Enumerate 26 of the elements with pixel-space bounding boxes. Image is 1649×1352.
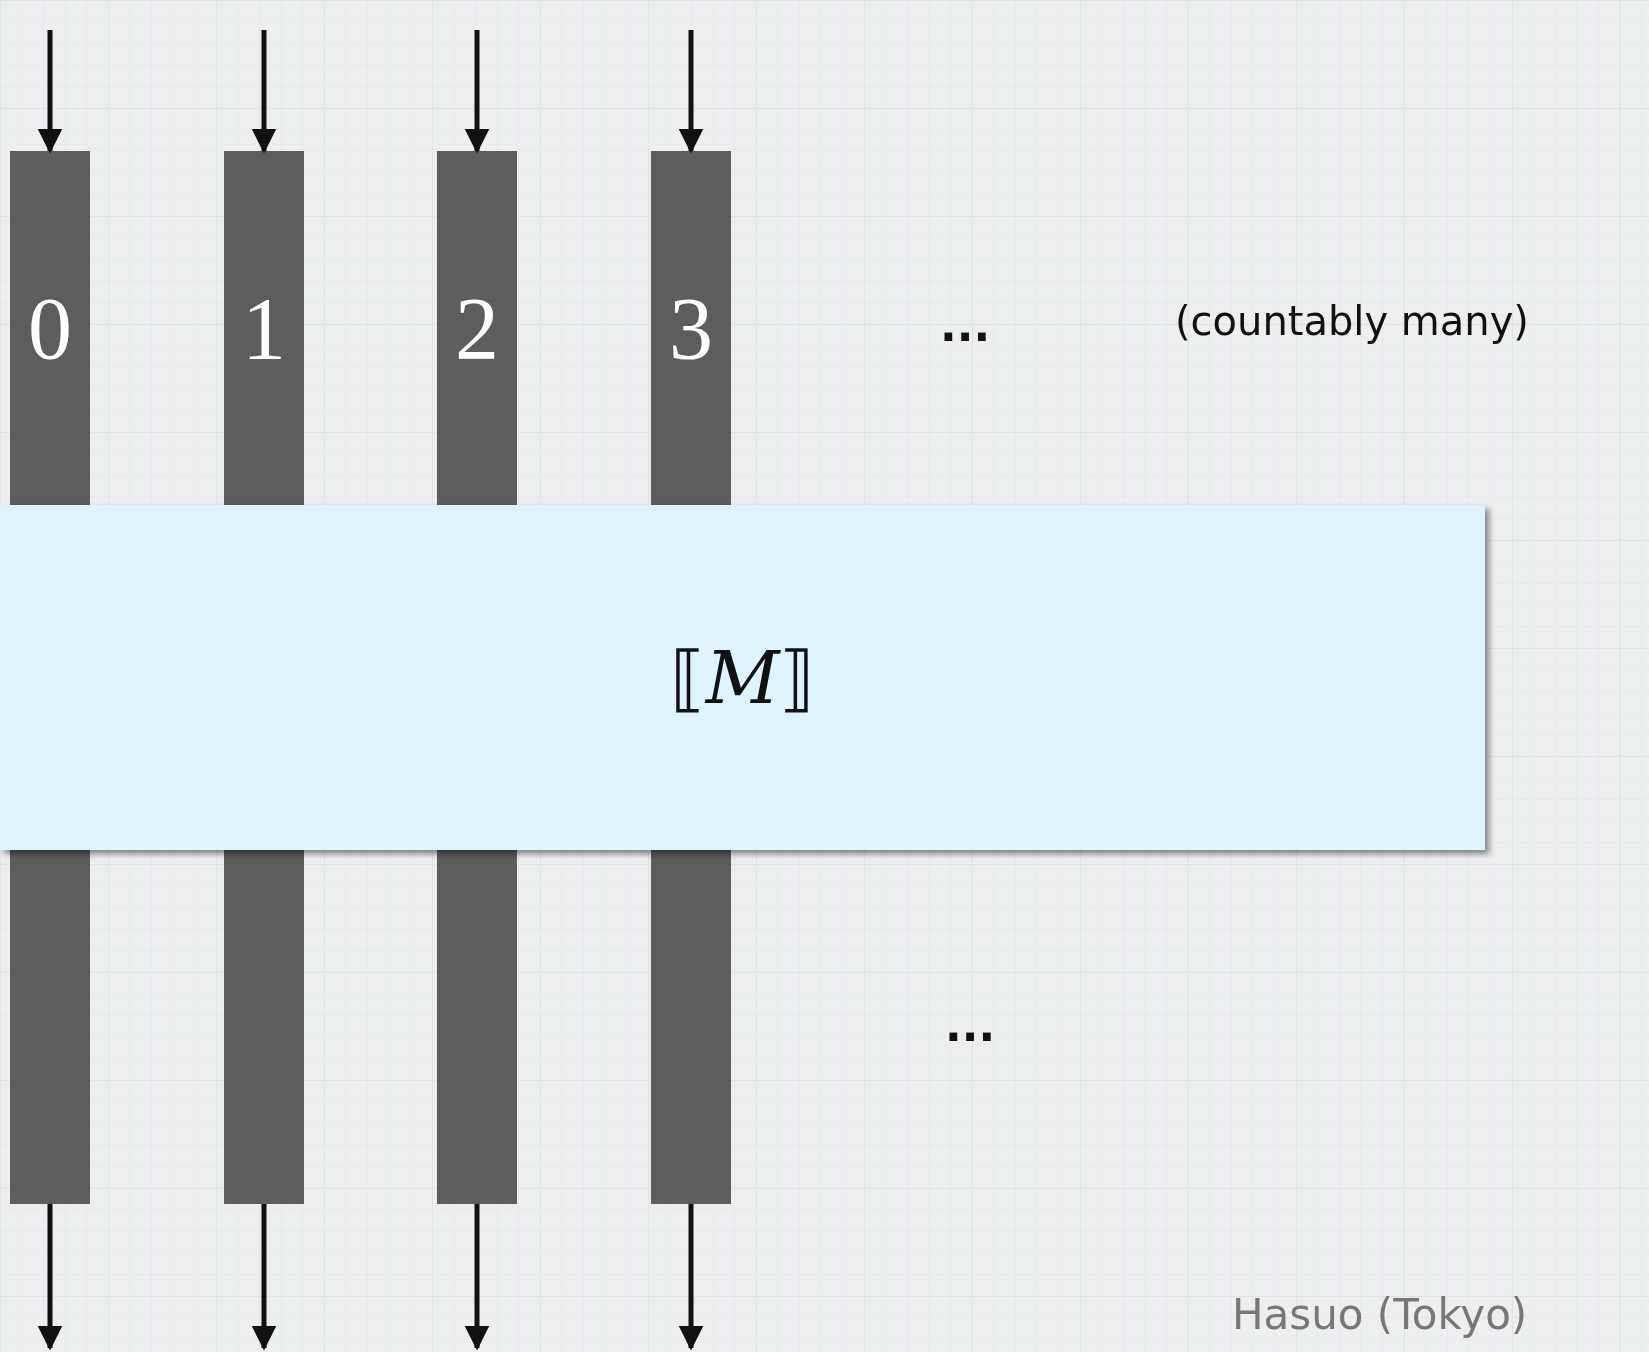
wire-bar xyxy=(651,850,731,1204)
note-text: (countably many) xyxy=(1175,298,1529,344)
arrow xyxy=(464,1204,490,1351)
wire-index: 0 xyxy=(28,278,72,379)
arrow xyxy=(251,30,277,154)
ellipsis: ... xyxy=(940,300,991,351)
arrow xyxy=(678,30,704,154)
semantics-label: ⟦M⟧ xyxy=(669,635,816,720)
wire-index: 3 xyxy=(669,278,713,379)
wire-bar xyxy=(10,850,90,1204)
wire-index: 1 xyxy=(242,278,286,379)
process-box xyxy=(0,505,1485,850)
wire-bar xyxy=(437,151,517,505)
arrow xyxy=(464,30,490,154)
arrow xyxy=(251,1204,277,1351)
wire-bar xyxy=(224,151,304,505)
wire-bar xyxy=(10,151,90,505)
ellipsis: ... xyxy=(945,1000,996,1051)
wire-index: 2 xyxy=(455,278,499,379)
arrow xyxy=(37,30,63,154)
arrow xyxy=(37,1204,63,1351)
wire-bar xyxy=(651,151,731,505)
wire-bar xyxy=(224,850,304,1204)
author-credit: Hasuo (Tokyo) xyxy=(1232,1290,1528,1339)
wire-bar xyxy=(437,850,517,1204)
arrow xyxy=(678,1204,704,1351)
